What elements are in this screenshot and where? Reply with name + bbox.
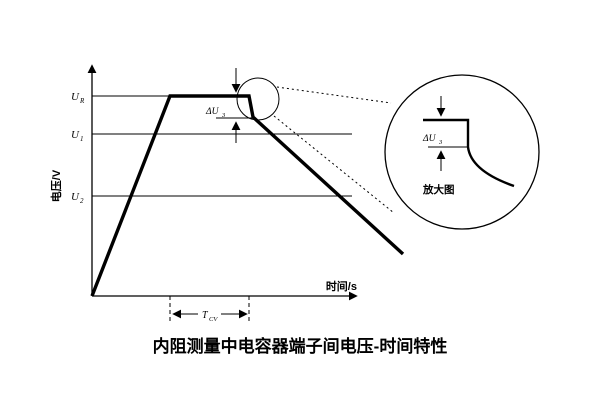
magnifier-circle (384, 74, 540, 230)
tick-u2-base: U (71, 191, 80, 203)
tick-u1-sub: 1 (80, 135, 84, 143)
tick-uR-sub: R (79, 97, 85, 105)
tick-u1-base: U (71, 129, 80, 141)
magnifier-connector-bottom (273, 115, 395, 214)
magnifier-connector-top (276, 86, 392, 104)
magnifier-label: 放大图 (422, 183, 455, 196)
figure-caption: 内阻测量中电容器端子间电压-时间特性 (153, 336, 448, 356)
y-tick-labels: U R U 1 U 2 (71, 91, 85, 205)
magnified-drop-sub: 3 (438, 139, 443, 146)
drop-label-sub: 3 (221, 112, 226, 119)
y-axis-label: 电压/V (49, 169, 63, 202)
charge-time-dimension: T CV (169, 296, 250, 323)
drop-label-base: ΔU (205, 107, 220, 117)
tcv-label-base: T (202, 310, 209, 321)
drop-dimension: ΔU 3 (205, 68, 253, 143)
magnifier-view: ΔU 3 放大图 (384, 74, 540, 230)
tick-uR-base: U (71, 91, 80, 103)
x-axis-label: 时间/s (326, 279, 357, 293)
magnified-drop-base: ΔU (422, 134, 437, 144)
magnified-waveform (423, 118, 515, 188)
reference-lines (92, 95, 352, 197)
tick-u2-sub: 2 (80, 197, 84, 205)
voltage-waveform (90, 94, 405, 297)
plot-axes: 电压/V 时间/s (49, 64, 358, 301)
highlight-circle (236, 77, 280, 121)
tcv-label-sub: CV (209, 316, 218, 323)
